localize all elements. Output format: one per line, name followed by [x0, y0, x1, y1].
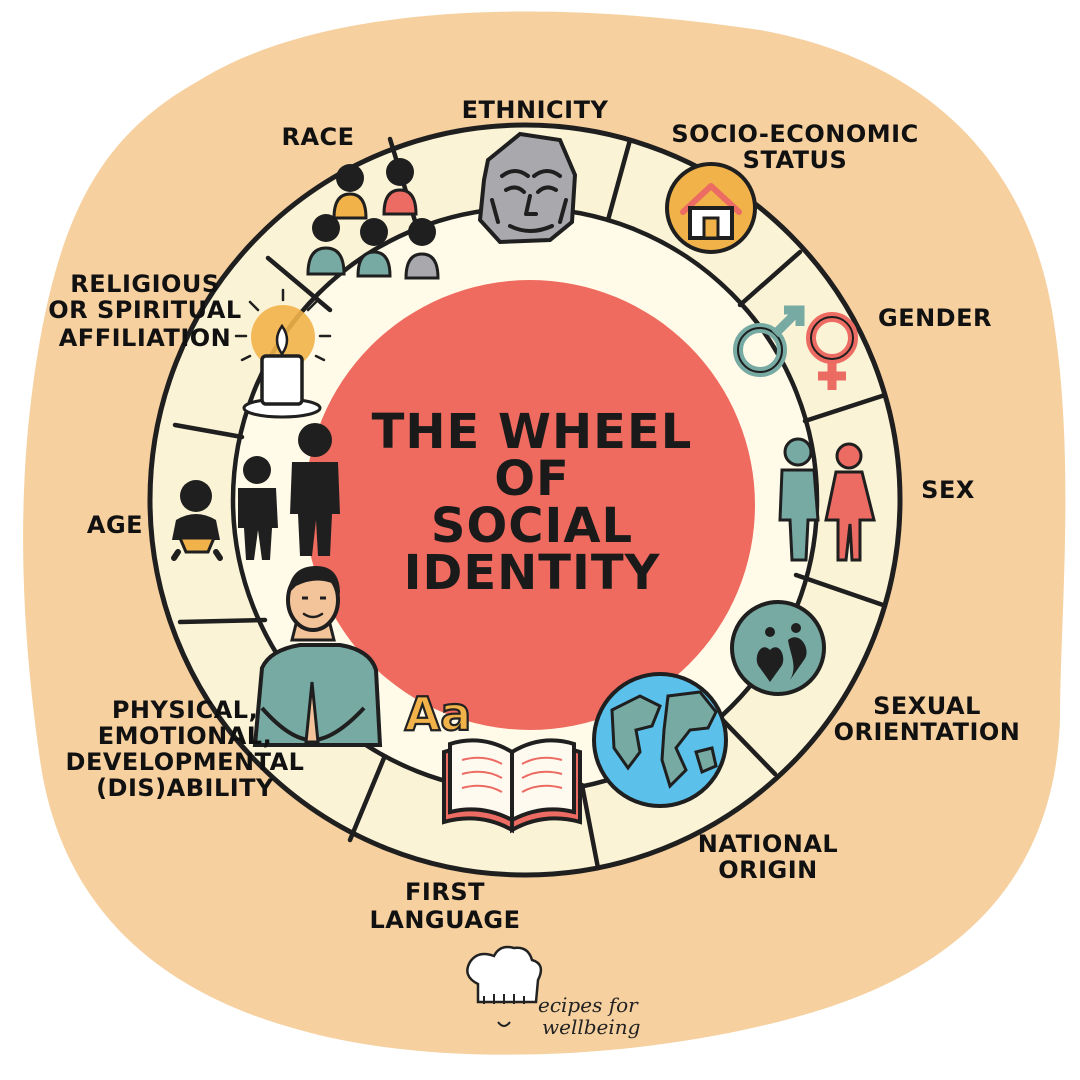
label-national-origin: NATIONAL ORIGIN [698, 830, 838, 884]
wheel-title-line: SOCIAL [431, 498, 633, 554]
man-woman-icon [778, 437, 876, 562]
person-praying-icon [252, 566, 383, 747]
label-line: RACE [281, 123, 354, 151]
recipes-for-wellbeing-logo: ecipes for wellbeing [466, 945, 640, 1039]
logo-line-1: ecipes for [538, 993, 639, 1017]
label-line: STATUS [743, 146, 848, 174]
label-line: PHYSICAL, [112, 696, 258, 724]
candle-icon [234, 288, 332, 419]
group-of-people-icon [306, 158, 440, 280]
logo-line-2: wellbeing [542, 1015, 640, 1039]
label-line: GENDER [878, 304, 992, 332]
label-line: FIRST [405, 878, 485, 906]
label-age: AGE [87, 511, 143, 539]
wheel-title-line: THE WHEEL [372, 404, 693, 460]
label-line: LANGUAGE [369, 906, 520, 934]
label-line: ETHNICITY [462, 96, 609, 124]
hearts-icon [730, 600, 826, 696]
label-sexual-orientation: SEXUAL ORIENTATION [834, 692, 1021, 746]
label-line: OR SPIRITUAL [48, 296, 241, 324]
age-figures-icon [171, 423, 340, 561]
label-line: SOCIO-ECONOMIC [671, 120, 918, 148]
label-sex: SEX [921, 476, 975, 504]
ethnicity-mask-icon [477, 131, 578, 245]
label-ethnicity: ETHNICITY [462, 96, 609, 124]
label-line: DEVELOPMENTAL [66, 748, 305, 776]
label-gender: GENDER [878, 304, 992, 332]
label-line: AGE [87, 511, 143, 539]
label-first-language: FIRST LANGUAGE [369, 878, 520, 934]
label-race: RACE [281, 123, 354, 151]
label-socio-economic-status: SOCIO-ECONOMIC STATUS [671, 120, 918, 174]
house-icon [665, 162, 757, 254]
label-line: SEX [921, 476, 975, 504]
chef-hat-icon [466, 945, 543, 1004]
label-line: (DIS)ABILITY [96, 774, 274, 802]
globe-icon [592, 672, 728, 808]
label-line: ORIGIN [718, 856, 818, 884]
book-icon [442, 738, 582, 834]
wheel-title-line: OF [494, 451, 570, 507]
wheel-title-line: IDENTITY [404, 545, 661, 601]
gender-symbols-icon [733, 305, 858, 390]
label-line: EMOTIONAL, [98, 722, 272, 750]
label-religious-affiliation: RELIGIOUS OR SPIRITUAL AFFILIATION [48, 270, 241, 352]
wheel-title: THE WHEEL OF SOCIAL IDENTITY [372, 404, 693, 601]
language-glyph: Aa [405, 687, 472, 741]
label-line: NATIONAL [698, 830, 838, 858]
label-disability: PHYSICAL, EMOTIONAL, DEVELOPMENTAL (DIS)… [66, 696, 305, 802]
label-line: AFFILIATION [59, 324, 232, 352]
center-circle [305, 280, 755, 730]
label-line: ORIENTATION [834, 718, 1021, 746]
label-line: SEXUAL [873, 692, 981, 720]
label-line: RELIGIOUS [70, 270, 219, 298]
